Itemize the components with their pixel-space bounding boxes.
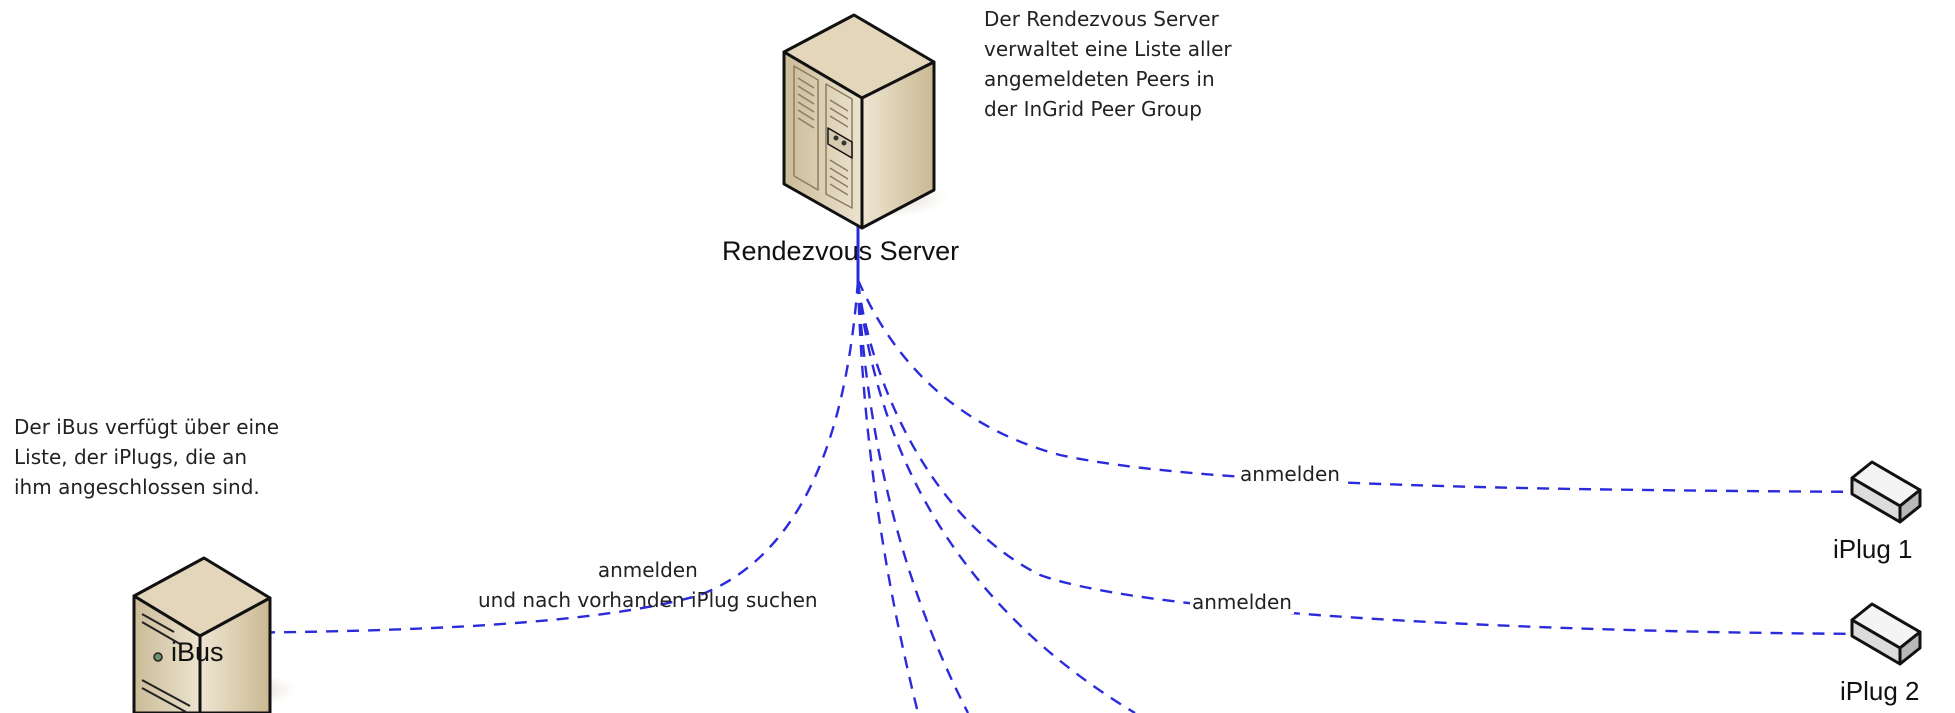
note-line: der InGrid Peer Group xyxy=(984,97,1202,121)
offscreen-connection-line xyxy=(856,281,1136,713)
iplug-1-label: iPlug 1 xyxy=(1833,534,1913,564)
note-line: angemeldeten Peers in xyxy=(984,67,1215,91)
ibus-server-icon xyxy=(132,556,298,713)
iplug-2-connection-label: anmelden xyxy=(1190,590,1294,614)
rendezvous-server-note: Der Rendezvous Server verwaltet eine Lis… xyxy=(984,4,1232,124)
offscreen-connection-line xyxy=(856,281,970,713)
note-line: Der iBus verfügt über eine xyxy=(14,415,280,439)
ibus-label: iBus xyxy=(171,637,224,667)
ibus-connection-label: anmelden und nach vorhanden iPlug suchen xyxy=(476,555,820,615)
iplug-1-icon xyxy=(1850,460,1922,524)
iplug-2-label: iPlug 2 xyxy=(1840,676,1920,706)
rendezvous-server-icon xyxy=(782,13,950,230)
edge-label-line: anmelden xyxy=(597,558,698,582)
connection-lines xyxy=(199,222,1889,713)
ibus-note: Der iBus verfügt über eine Liste, der iP… xyxy=(14,412,279,502)
iplug-2-icon xyxy=(1850,602,1922,666)
note-line: ihm angeschlossen sind. xyxy=(14,475,260,499)
iplug-2-connection-line xyxy=(856,281,1889,636)
offscreen-connection-line xyxy=(856,281,920,713)
note-line: verwaltet eine Liste aller xyxy=(984,37,1232,61)
ibus-connection-line xyxy=(199,279,860,635)
iplug-1-connection-line xyxy=(856,279,1889,494)
note-line: Der Rendezvous Server xyxy=(984,7,1219,31)
note-line: Liste, der iPlugs, die an xyxy=(14,445,248,469)
rendezvous-server-label: Rendezvous Server xyxy=(722,236,960,266)
iplug-1-connection-label: anmelden xyxy=(1238,462,1342,486)
edge-label-line: und nach vorhanden iPlug suchen xyxy=(478,588,818,612)
